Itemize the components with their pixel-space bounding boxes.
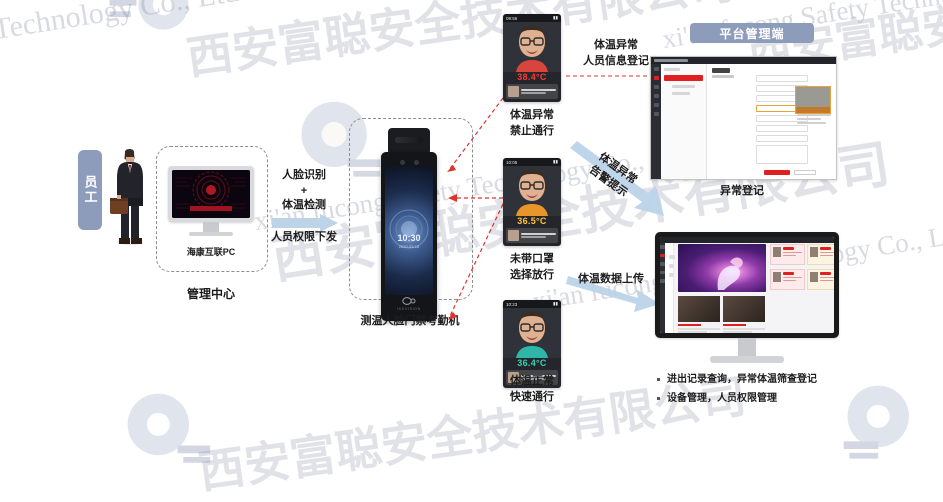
face-case-status-line2: 快速通行 bbox=[510, 391, 554, 403]
face-case-card: 09:56▮▮ 38.4°C bbox=[503, 14, 561, 102]
snapshot-card[interactable] bbox=[678, 296, 720, 333]
arrow-label-register-line1: 体温异常 bbox=[594, 39, 638, 51]
face-id-card bbox=[506, 370, 558, 385]
screenshot-tree-panel bbox=[661, 64, 707, 179]
terminal-clock: 10:30 2020-03-18 bbox=[385, 233, 433, 249]
management-center-caption: 管理中心 bbox=[186, 287, 235, 301]
dashboard-snapshot-gallery bbox=[678, 296, 834, 333]
face-portrait bbox=[503, 308, 561, 358]
dashboard-nav-rail bbox=[660, 237, 665, 333]
thermal-imaging-view bbox=[678, 244, 766, 292]
screenshot-titlebar bbox=[651, 57, 836, 64]
management-center-boundary bbox=[156, 146, 268, 272]
employee-tag: 员工 bbox=[78, 150, 102, 230]
face-case-status-line2: 选择放行 bbox=[510, 269, 554, 281]
face-id-avatar bbox=[508, 86, 519, 97]
flow-label-permission-dispatch: 人员权限下发 bbox=[271, 231, 337, 243]
watermark-logo-icon bbox=[100, 0, 196, 68]
face-case-card: 10:23▮▮ 36.4°C bbox=[503, 300, 561, 388]
terminal-home-icon[interactable] bbox=[385, 295, 433, 306]
dashboard-alert-cards bbox=[770, 244, 834, 292]
terminal-brand: HIKVISION bbox=[397, 307, 421, 311]
thermal-camera-module-icon bbox=[388, 128, 430, 154]
face-id-card bbox=[506, 228, 558, 243]
face-id-avatar bbox=[508, 230, 519, 241]
face-portrait bbox=[503, 166, 561, 216]
flow-label-plus: + bbox=[300, 185, 308, 197]
flow-label-face-recognition: 人脸识别 bbox=[282, 169, 326, 181]
platform-screenshot-caption: 异常登记 bbox=[720, 185, 764, 197]
arrow-label-alarm: 体温异常 告警提示 bbox=[585, 150, 639, 202]
face-case-status-line2: 禁止通行 bbox=[510, 125, 554, 137]
face-case-status-line1: 未带口罩 bbox=[510, 253, 554, 265]
face-case-status-line1: 体温正常 bbox=[510, 375, 554, 387]
face-temperature-reading: 36.4°C bbox=[517, 358, 547, 368]
alert-card[interactable] bbox=[807, 244, 834, 265]
face-id-avatar bbox=[508, 372, 519, 383]
face-case-card: 10:05▮▮ 36.5°C bbox=[503, 158, 561, 246]
terminal-caption: 测温人脸门禁考勤机 bbox=[360, 315, 460, 327]
dashboard-main bbox=[674, 237, 834, 333]
platform-banner: 平台管理端 bbox=[690, 23, 814, 43]
face-temperature-reading: 36.5°C bbox=[517, 216, 547, 226]
screenshot-nav-rail bbox=[651, 64, 661, 179]
face-temperature-reading: 38.4°C bbox=[517, 72, 547, 82]
watermark-logo-icon bbox=[118, 386, 214, 482]
alert-card[interactable] bbox=[770, 269, 805, 290]
terminal-sensors bbox=[385, 158, 433, 167]
alert-card[interactable] bbox=[807, 269, 834, 290]
arrow-label-upload: 体温数据上传 bbox=[578, 273, 644, 285]
alert-card[interactable] bbox=[770, 244, 805, 265]
face-card-statusbar: 09:56▮▮ bbox=[503, 14, 561, 22]
feature-item: 设备管理，人员权限管理 bbox=[655, 389, 817, 408]
platform-registration-screenshot bbox=[650, 56, 837, 180]
arrow-label-register-line2: 人员信息登记 bbox=[583, 55, 649, 67]
feature-item: 进出记录查询，异常体温筛查登记 bbox=[655, 370, 817, 389]
terminal-date: 2020-03-18 bbox=[398, 244, 420, 249]
face-id-card bbox=[506, 84, 558, 99]
watermark-company-en: Technology Co., Ltd bbox=[0, 0, 241, 47]
screenshot-photo-thumbnail bbox=[795, 86, 831, 114]
face-portrait bbox=[503, 22, 561, 72]
access-control-terminal: 10:30 2020-03-18 HIKVISION bbox=[381, 128, 437, 321]
employee-figure-icon bbox=[108, 146, 152, 246]
management-pc-monitor bbox=[168, 166, 254, 236]
platform-dashboard-monitor bbox=[655, 232, 839, 363]
screenshot-form-fields bbox=[756, 75, 808, 168]
face-card-statusbar: 10:05▮▮ bbox=[503, 158, 561, 166]
screenshot-form-buttons bbox=[763, 169, 816, 175]
dashboard-titlebar bbox=[660, 237, 834, 243]
dashboard-screenshot bbox=[660, 237, 834, 333]
screenshot-photo-meta bbox=[797, 114, 831, 126]
management-pc-label: 海康互联PC bbox=[186, 247, 236, 257]
screenshot-form-pane bbox=[707, 64, 836, 179]
watermark-logo-icon bbox=[836, 378, 932, 474]
face-card-statusbar: 10:23▮▮ bbox=[503, 300, 561, 308]
face-card-time: 10:23 bbox=[506, 301, 518, 307]
face-card-time: 10:05 bbox=[506, 159, 518, 165]
snapshot-card[interactable] bbox=[723, 296, 765, 333]
monitor-feature-list: 进出记录查询，异常体温筛查登记 设备管理，人员权限管理 bbox=[655, 370, 817, 408]
terminal-display: 10:30 2020-03-18 bbox=[385, 167, 433, 295]
dashboard-sidebar bbox=[665, 237, 675, 333]
face-case-status-line1: 体温异常 bbox=[510, 109, 554, 121]
face-card-time: 09:56 bbox=[506, 15, 518, 21]
flow-label-temperature-detection: 体温检测 bbox=[282, 199, 326, 211]
